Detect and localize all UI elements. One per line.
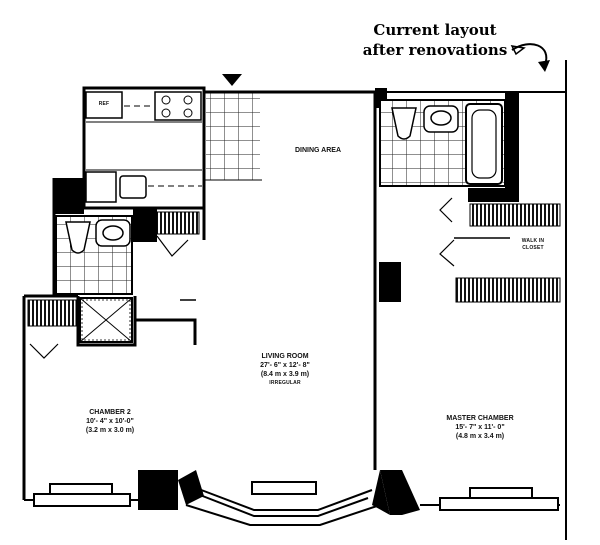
closet-line-1: WALK IN (521, 238, 545, 244)
dining-area-label: DINING AREA (294, 147, 342, 154)
master-chamber-dims-ft: 15'- 7" x 11'- 0" (455, 424, 505, 431)
entry-tile (206, 92, 260, 180)
chamber-2-name: CHAMBER 2 (89, 409, 131, 416)
walk-in-closet-top (469, 203, 561, 227)
bathroom-2 (55, 215, 133, 295)
living-room-dims-ft: 27'- 6" x 12'- 8" (260, 362, 310, 369)
fridge-label: REF (98, 101, 110, 107)
caption-line-1: Current layout (373, 21, 497, 39)
closet-hatch-hall (156, 211, 200, 235)
wall-masses (54, 88, 519, 515)
master-chamber-label: MASTER CHAMBER 15'- 7" x 11'- 0" (4.8 m … (420, 414, 540, 441)
chamber-2-dims-ft: 10'- 4" x 10'-0" (86, 418, 134, 425)
master-bathroom (379, 99, 506, 187)
caption-arrow-icon (510, 43, 550, 72)
master-chamber-name: MASTER CHAMBER (446, 415, 514, 422)
living-room-note: IRREGULAR (269, 380, 301, 386)
master-chamber-dims-m: (4.8 m x 3.4 m) (455, 433, 505, 440)
window-wall (24, 481, 560, 526)
layout-caption: Current layout after renovations (360, 20, 510, 60)
living-room-dims-m: (8.4 m x 3.9 m) (260, 371, 310, 378)
chamber-2-label: CHAMBER 2 10'- 4" x 10'-0" (3.2 m x 3.0 … (60, 408, 160, 435)
shower (79, 297, 133, 343)
walk-in-closet-label: WALK IN CLOSET (508, 238, 558, 252)
chamber-2-dims-m: (3.2 m x 3.0 m) (85, 427, 135, 434)
closet-hatch-chamber2 (27, 299, 77, 327)
entry-marker (222, 74, 242, 86)
caption-line-2: after renovations (362, 41, 508, 59)
kitchen (82, 86, 206, 210)
walk-in-closet-bottom (455, 277, 561, 303)
living-room-label: LIVING ROOM 27'- 6" x 12'- 8" (8.4 m x 3… (225, 352, 345, 388)
closet-line-2: CLOSET (522, 245, 544, 251)
living-room-name: LIVING ROOM (261, 353, 309, 360)
